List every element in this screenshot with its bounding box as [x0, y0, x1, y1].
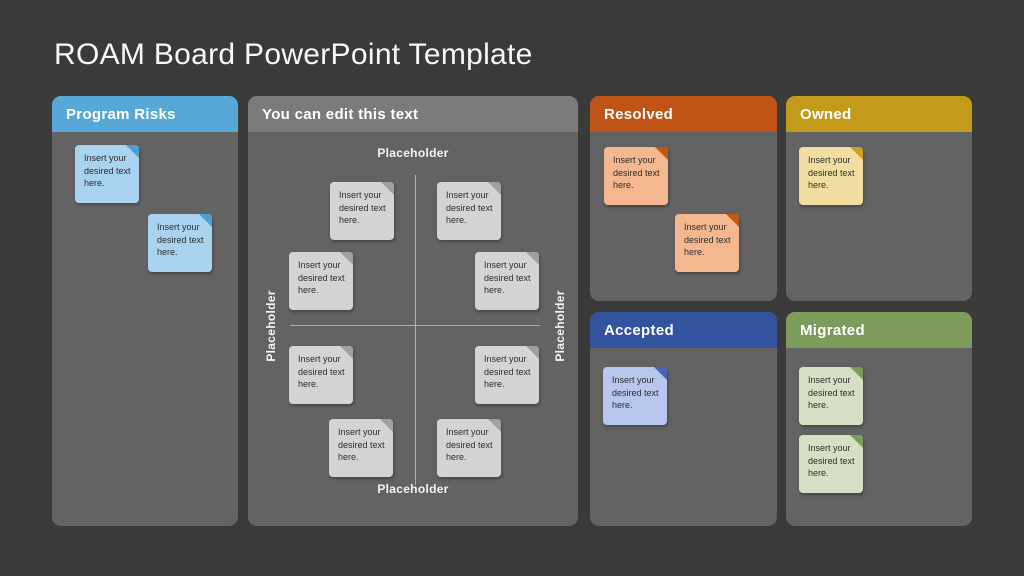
note-text: Insert your desired text here. [298, 260, 345, 296]
note-text: Insert your desired text here. [298, 354, 345, 390]
sticky-note-resolved-2[interactable]: Insert your desired text here. [675, 214, 739, 272]
quadrant-label-bottom[interactable]: Placeholder [377, 482, 449, 496]
sticky-note-quadrant-1[interactable]: Insert your desired text here. [330, 182, 394, 240]
panel-title-resolved: Resolved [604, 105, 674, 123]
note-text: Insert your desired text here. [339, 190, 386, 226]
quadrant-label-left[interactable]: Placeholder [264, 290, 278, 362]
sticky-note-resolved-1[interactable]: Insert your desired text here. [604, 147, 668, 205]
slide-title[interactable]: ROAM Board PowerPoint Template [54, 38, 533, 71]
panel-header-owned[interactable]: Owned [786, 96, 972, 132]
sticky-note-owned-1[interactable]: Insert your desired text here. [799, 147, 863, 205]
note-text: Insert your desired text here. [338, 427, 385, 463]
quadrant-label-right[interactable]: Placeholder [553, 290, 567, 362]
note-text: Insert your desired text here. [157, 222, 204, 258]
sticky-note-quadrant-2[interactable]: Insert your desired text here. [437, 182, 501, 240]
quadrant-horizontal-axis [290, 325, 540, 326]
sticky-note-quadrant-3[interactable]: Insert your desired text here. [289, 252, 353, 310]
panel-title-editable: You can edit this text [262, 105, 419, 123]
panel-title-owned: Owned [800, 105, 852, 123]
panel-owned: Owned Insert your desired text here. [786, 96, 972, 301]
panel-accepted: Accepted Insert your desired text here. [590, 312, 777, 526]
panel-editable-quadrant: You can edit this text Placeholder Place… [248, 96, 578, 526]
panel-migrated: Migrated Insert your desired text here. … [786, 312, 972, 526]
panel-header-editable[interactable]: You can edit this text [248, 96, 578, 132]
panel-resolved: Resolved Insert your desired text here. … [590, 96, 777, 301]
note-text: Insert your desired text here. [684, 222, 731, 258]
sticky-note-quadrant-5[interactable]: Insert your desired text here. [289, 346, 353, 404]
panel-header-program-risks[interactable]: Program Risks [52, 96, 238, 132]
note-text: Insert your desired text here. [808, 443, 855, 479]
sticky-note-quadrant-7[interactable]: Insert your desired text here. [329, 419, 393, 477]
note-text: Insert your desired text here. [808, 375, 855, 411]
sticky-note-quadrant-6[interactable]: Insert your desired text here. [475, 346, 539, 404]
sticky-note-quadrant-8[interactable]: Insert your desired text here. [437, 419, 501, 477]
note-text: Insert your desired text here. [808, 155, 855, 191]
quadrant-vertical-axis [415, 175, 416, 485]
note-text: Insert your desired text here. [613, 155, 660, 191]
panel-header-accepted[interactable]: Accepted [590, 312, 777, 348]
sticky-note-accepted-1[interactable]: Insert your desired text here. [603, 367, 667, 425]
panel-program-risks: Program Risks Insert your desired text h… [52, 96, 238, 526]
note-text: Insert your desired text here. [446, 427, 493, 463]
panel-title-accepted: Accepted [604, 321, 674, 339]
note-text: Insert your desired text here. [446, 190, 493, 226]
sticky-note-migrated-1[interactable]: Insert your desired text here. [799, 367, 863, 425]
panel-header-resolved[interactable]: Resolved [590, 96, 777, 132]
sticky-note-migrated-2[interactable]: Insert your desired text here. [799, 435, 863, 493]
sticky-note-program-risks-1[interactable]: Insert your desired text here. [75, 145, 139, 203]
note-text: Insert your desired text here. [84, 153, 131, 189]
note-text: Insert your desired text here. [484, 354, 531, 390]
sticky-note-program-risks-2[interactable]: Insert your desired text here. [148, 214, 212, 272]
note-text: Insert your desired text here. [484, 260, 531, 296]
note-text: Insert your desired text here. [612, 375, 659, 411]
quadrant-label-top[interactable]: Placeholder [377, 146, 449, 160]
panel-title-migrated: Migrated [800, 321, 865, 339]
panel-title-program-risks: Program Risks [66, 105, 176, 123]
sticky-note-quadrant-4[interactable]: Insert your desired text here. [475, 252, 539, 310]
panel-header-migrated[interactable]: Migrated [786, 312, 972, 348]
